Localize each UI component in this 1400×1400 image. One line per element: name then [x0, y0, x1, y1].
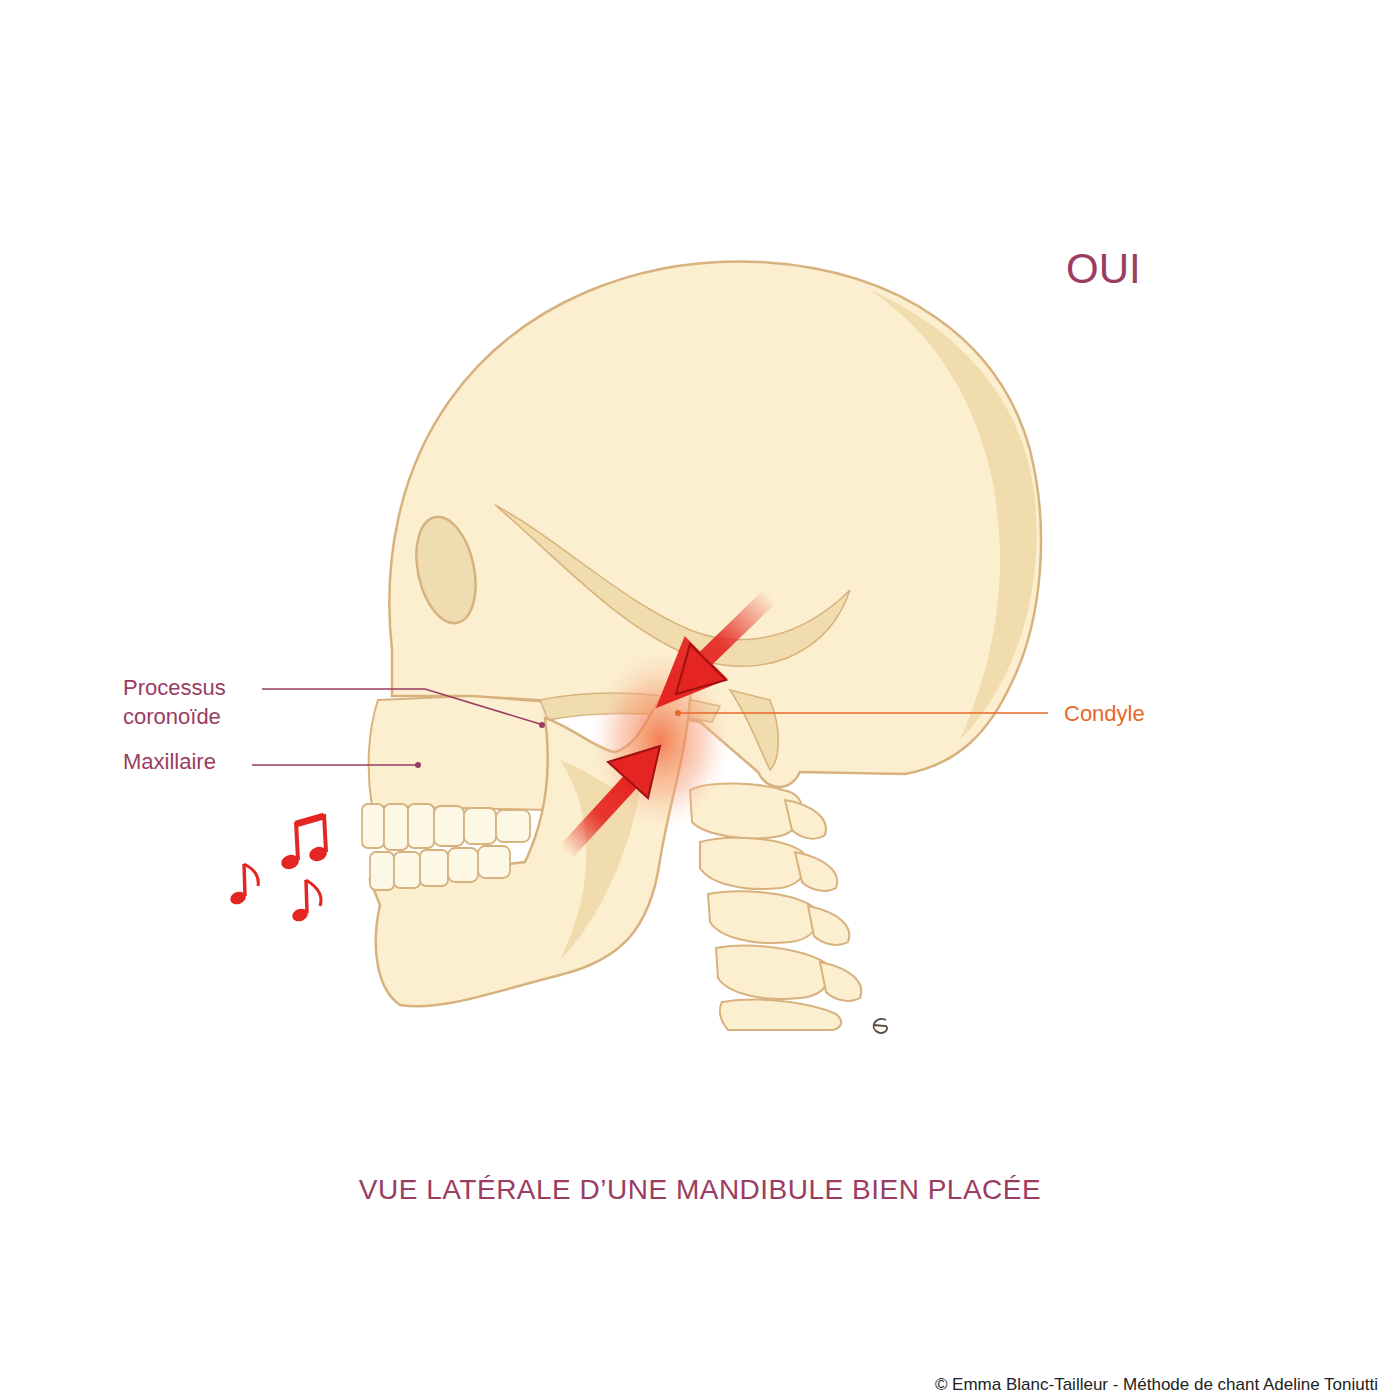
force-arrowhead	[608, 746, 660, 798]
orbit	[407, 511, 484, 628]
part-label: Condyle	[1064, 700, 1224, 729]
verdict-heading: OUI	[1066, 242, 1266, 297]
cervical-spine	[690, 783, 861, 1030]
cranium-shade	[870, 290, 1037, 740]
maxilla	[369, 696, 558, 810]
mastoid	[730, 690, 778, 770]
temporal-line	[495, 505, 850, 666]
force-arrow	[566, 780, 632, 852]
mandible-shade	[560, 760, 640, 960]
teeth	[362, 804, 530, 890]
caption: VUE LATÉRALE D’UNE MANDIBULE BIEN PLACÉE	[0, 1172, 1400, 1208]
music-notes	[228, 814, 328, 923]
copyright-note: © Emma Blanc-Tailleur - Méthode de chant…	[600, 1374, 1378, 1396]
force-arrowhead	[676, 644, 726, 694]
part-label: Processus coronoïde	[123, 674, 251, 731]
signature-mark	[874, 1019, 887, 1033]
leader-lines	[252, 689, 1048, 768]
part-label: Maxillaire	[123, 748, 248, 777]
